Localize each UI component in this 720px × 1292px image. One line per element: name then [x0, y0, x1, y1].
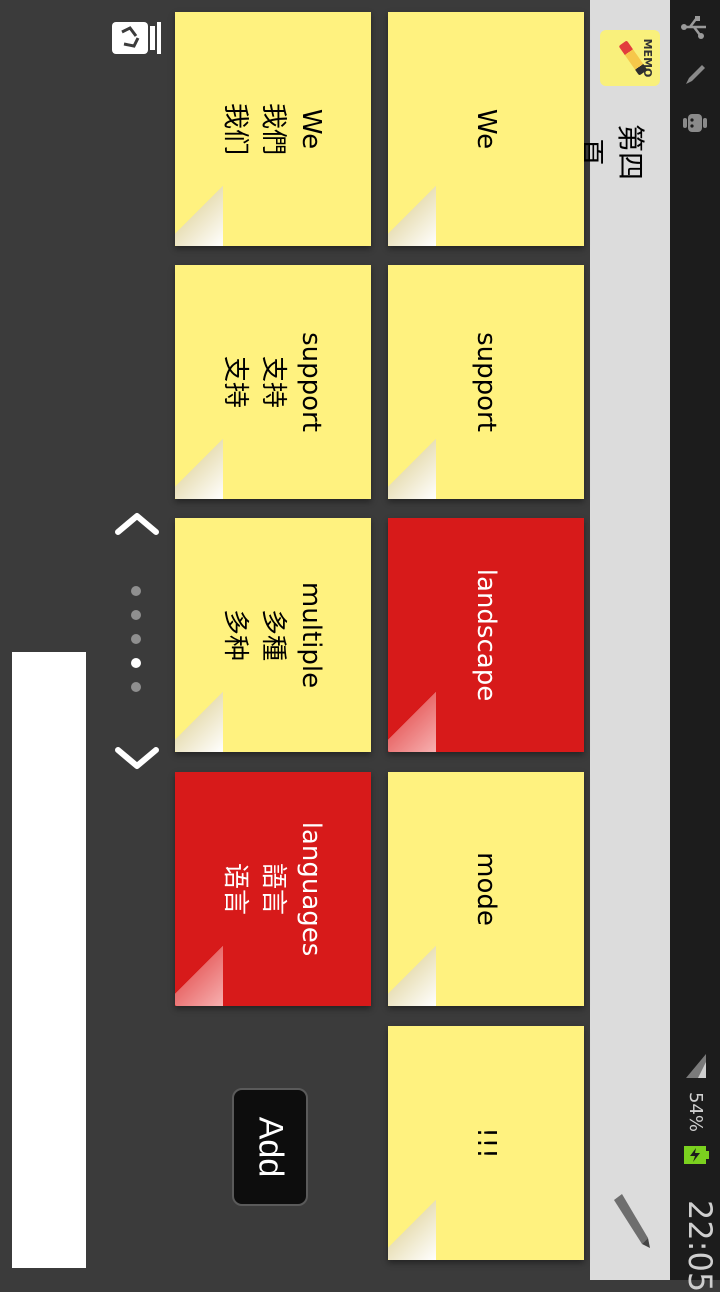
page-dot-active [131, 658, 141, 668]
page-indicator [126, 584, 146, 694]
edit-icon[interactable] [608, 1190, 652, 1250]
add-button-label: Add [251, 1116, 290, 1178]
page-curl [175, 174, 223, 246]
note-mode[interactable]: mode [388, 772, 584, 1006]
page-dot [131, 586, 141, 596]
note-languages-translations[interactable]: languages 語言 语言 [175, 772, 371, 1006]
note-we-translations[interactable]: We 我們 我们 [175, 12, 371, 246]
page-curl [388, 174, 436, 246]
note-text: support [471, 332, 501, 432]
usb-icon [681, 16, 706, 39]
page-curl [388, 1188, 436, 1260]
chevron-down-icon[interactable] [112, 744, 162, 774]
note-text: multiple 多種 多种 [220, 581, 326, 689]
page-dot [131, 610, 141, 620]
add-button[interactable]: Add [232, 1088, 308, 1206]
note-landscape[interactable]: landscape [388, 518, 584, 752]
chevron-up-icon[interactable] [112, 508, 162, 538]
pencil-icon [686, 65, 705, 84]
recycle-bin-icon[interactable] [110, 18, 162, 58]
note-text: We 我們 我们 [220, 102, 326, 156]
note-text: support 支持 支持 [220, 332, 326, 432]
page-curl [388, 680, 436, 752]
note-text: !!! [471, 1127, 501, 1159]
battery-percent: 54% [685, 1091, 706, 1132]
note-text: mode [471, 852, 501, 926]
app-icon[interactable]: MEMO [600, 30, 660, 86]
input-panel[interactable] [12, 652, 86, 1268]
note-multiple-translations[interactable]: multiple 多種 多种 [175, 518, 371, 752]
status-bar: 54% 22:05 [670, 0, 720, 1292]
note-exclamations[interactable]: !!! [388, 1026, 584, 1260]
page-curl [388, 427, 436, 499]
clock: 22:05 [681, 1200, 719, 1292]
note-support[interactable]: support [388, 265, 584, 499]
page-curl [175, 934, 223, 1006]
action-bar: MEMO 第四頁 [574, 0, 670, 1280]
note-text: languages 語言 语言 [220, 821, 326, 957]
note-we[interactable]: We [388, 12, 584, 246]
android-icon [683, 114, 707, 132]
note-support-translations[interactable]: support 支持 支持 [175, 265, 371, 499]
page-curl [175, 680, 223, 752]
battery-charging-icon [684, 1146, 709, 1164]
page-title: 第四頁 [574, 123, 647, 180]
page-curl [388, 934, 436, 1006]
page-curl [175, 427, 223, 499]
signal-icon [686, 1054, 706, 1078]
note-text: We [471, 108, 501, 150]
note-text: landscape [471, 568, 501, 702]
page-dot [131, 682, 141, 692]
app-icon-label: MEMO [641, 38, 654, 78]
page-dot [131, 634, 141, 644]
